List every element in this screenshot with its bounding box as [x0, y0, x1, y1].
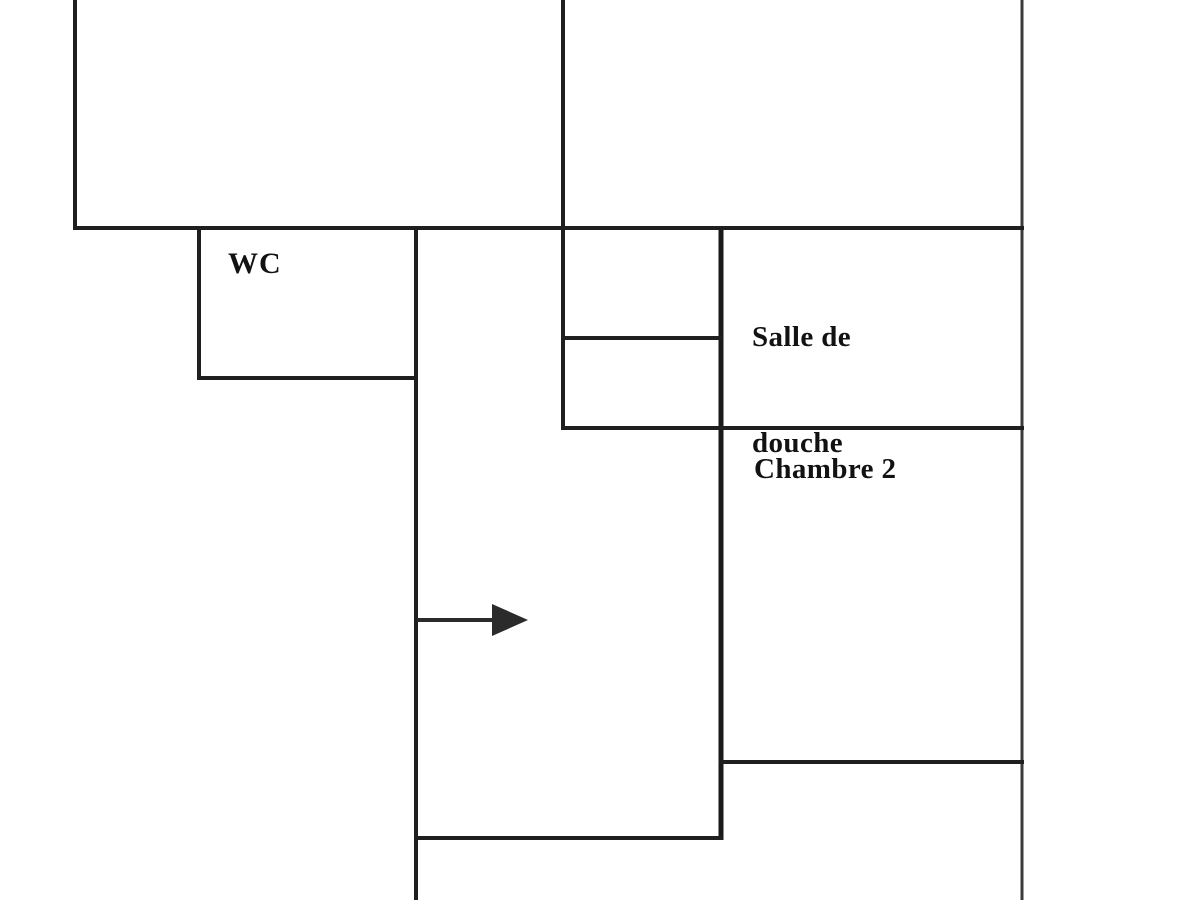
- room-label-wc: WC: [228, 247, 282, 280]
- room-label-chambre-2: Chambre 2: [754, 453, 897, 485]
- room-label-salle-de-douche-line1: Salle de: [752, 320, 852, 353]
- direction-arrow-head: [492, 604, 528, 636]
- direction-arrow: [417, 604, 528, 636]
- room-label-salle-de-douche-line2: douche: [752, 426, 844, 459]
- room-label-salle-de-douche: Salle de douche: [752, 249, 851, 532]
